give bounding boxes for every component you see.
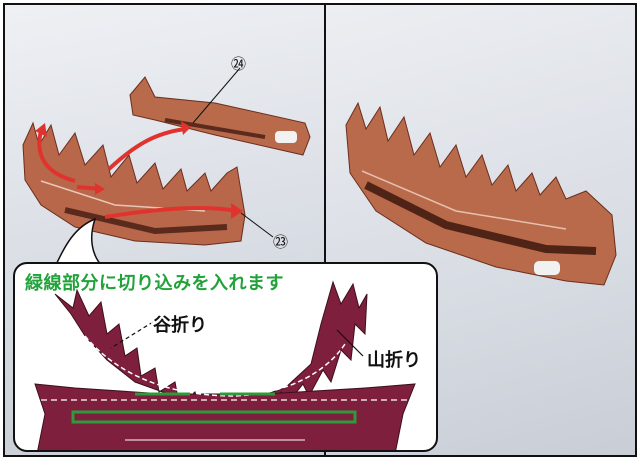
part-24-window: [275, 131, 297, 143]
window-cutout: [534, 261, 560, 275]
callout-title: 緑線部分に切り込みを入れます: [25, 269, 284, 295]
valley-fold-label: 谷折り: [151, 311, 209, 337]
cut-instruction-callout: 緑線部分に切り込みを入れます 谷折り 山折り: [13, 262, 438, 452]
mountain-fold-label: 山折り: [365, 346, 423, 372]
part-number-24: ㉔: [231, 53, 246, 74]
leader-line-icon: [241, 213, 273, 237]
part-number-23: ㉓: [273, 231, 288, 252]
part-24-piece: [130, 77, 310, 155]
